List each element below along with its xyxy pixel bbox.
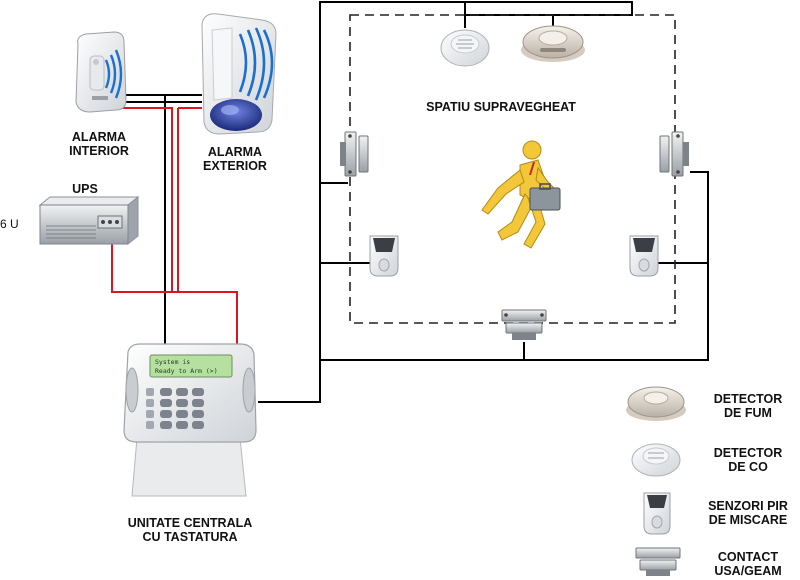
interior-siren-icon [75,31,127,113]
keypad-display [149,354,233,378]
ups-unit-icon [38,195,140,246]
running-person-icon [481,140,561,249]
keypad-key [160,399,172,407]
wire-zone-left-outer [319,1,633,360]
legend-door-contact-icon [635,547,681,576]
door-contact-left-icon [340,131,369,177]
display-line-1: System is [155,358,190,366]
keypad-key [160,410,172,418]
legend-smoke-detector-icon [631,443,681,477]
co-detector-dome-icon [521,25,585,62]
keypad-key [192,388,204,396]
keypad-function-key [146,410,154,418]
legend [626,386,686,576]
monitored-space-label: SPATIU SUPRAVEGHEAT [426,100,576,114]
monitored-zone-boundary [349,14,676,324]
control-panel-keypad: System is Ready to Arm (>) [123,343,257,497]
pir-sensor-right-icon [629,235,659,277]
wire-power-interior [120,107,173,292]
ups-label: UPS [72,182,98,196]
keypad-buttons [146,388,204,429]
keypad-key [192,410,204,418]
keypad-key [160,388,172,396]
wire-power-ups [111,242,238,348]
keypad-key [192,421,204,429]
keypad-function-key [146,399,154,407]
pir-sensor-left-icon [369,235,399,277]
keypad-key [192,399,204,407]
display-line-2: Ready to Arm (>) [155,367,218,375]
keypad-function-key [146,421,154,429]
wire-panel-to-zone [258,171,709,403]
exterior-siren-icon [201,13,277,135]
legend-pir-sensor-icon [643,492,671,535]
keypad-key [176,388,188,396]
keypad-key [176,410,188,418]
door-contact-right-icon [659,131,689,177]
keypad-key [176,421,188,429]
smoke-detector-icon [440,29,490,67]
keypad-key [176,399,188,407]
door-contact-bottom-icon [501,309,547,340]
keypad-function-key [146,388,154,396]
legend-co-detector-dome-icon [626,386,686,421]
wiring [111,1,709,403]
ups-size-label: 6 U [0,217,19,231]
keypad-key [160,421,172,429]
